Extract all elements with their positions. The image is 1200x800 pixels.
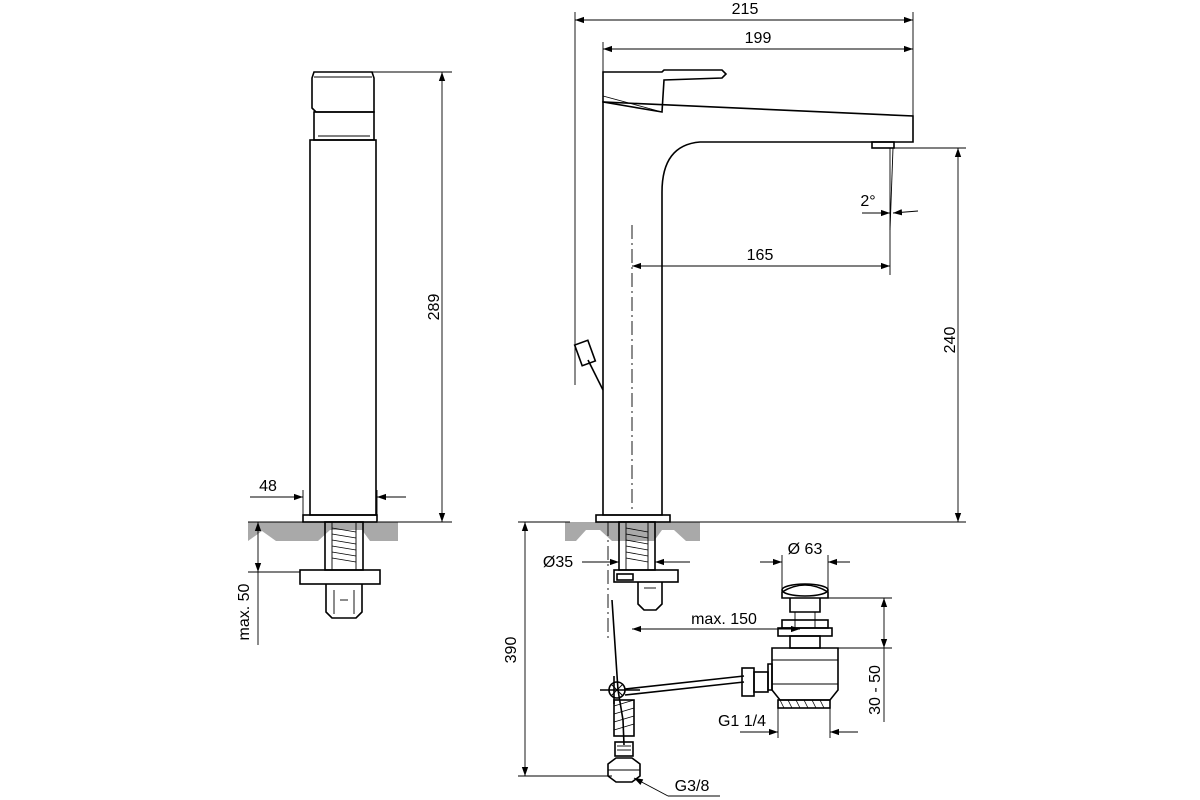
pull-rod-joint — [608, 681, 626, 699]
dim-max50-label: max. 50 — [236, 583, 253, 640]
base-plate-front — [595, 514, 671, 523]
dim-240-label: 240 — [942, 327, 959, 354]
pull-rod — [624, 675, 745, 690]
dim-289-label: 289 — [426, 294, 443, 321]
dim-390-label: 390 — [503, 637, 520, 664]
connector-nut-front — [637, 582, 663, 611]
dim-g1-1-4-label: G1 1/4 — [718, 713, 766, 730]
dim-48-label: 48 — [259, 478, 277, 495]
front-view: 215 199 240 165 2° 390 Ø35 Ø 63 — [503, 1, 966, 797]
faucet-body-side — [309, 139, 377, 516]
supply-hose — [611, 599, 625, 746]
dim-max150-label: max. 150 — [691, 611, 757, 628]
g38-leader — [633, 777, 669, 797]
mounting-bracket-front — [613, 569, 679, 583]
side-view: 289 48 max. 50 — [236, 71, 452, 645]
lever-handle-front — [602, 69, 728, 113]
base-plate-side — [302, 514, 378, 523]
connector-side — [325, 584, 363, 619]
dim-angle-label: 2° — [860, 193, 875, 210]
popup-rod-knob — [573, 339, 597, 367]
dim-d63-label: Ø 63 — [788, 541, 823, 558]
waste-valve — [767, 583, 839, 709]
faucet-body-front — [602, 101, 914, 516]
mounting-bracket-side — [299, 569, 381, 585]
dim-30-50-label: 30 - 50 — [867, 665, 884, 715]
countertop-left — [248, 522, 398, 541]
dim-g38-label: G3/8 — [675, 778, 710, 795]
g38-nut — [607, 757, 641, 783]
dim-199-label: 199 — [745, 30, 772, 47]
aerator — [871, 141, 895, 149]
countertop-right — [565, 522, 700, 541]
dim-d35-label: Ø35 — [543, 554, 573, 571]
dim-165-label: 165 — [747, 247, 774, 264]
handle-side — [311, 71, 375, 113]
dim-215-label: 215 — [732, 1, 759, 18]
